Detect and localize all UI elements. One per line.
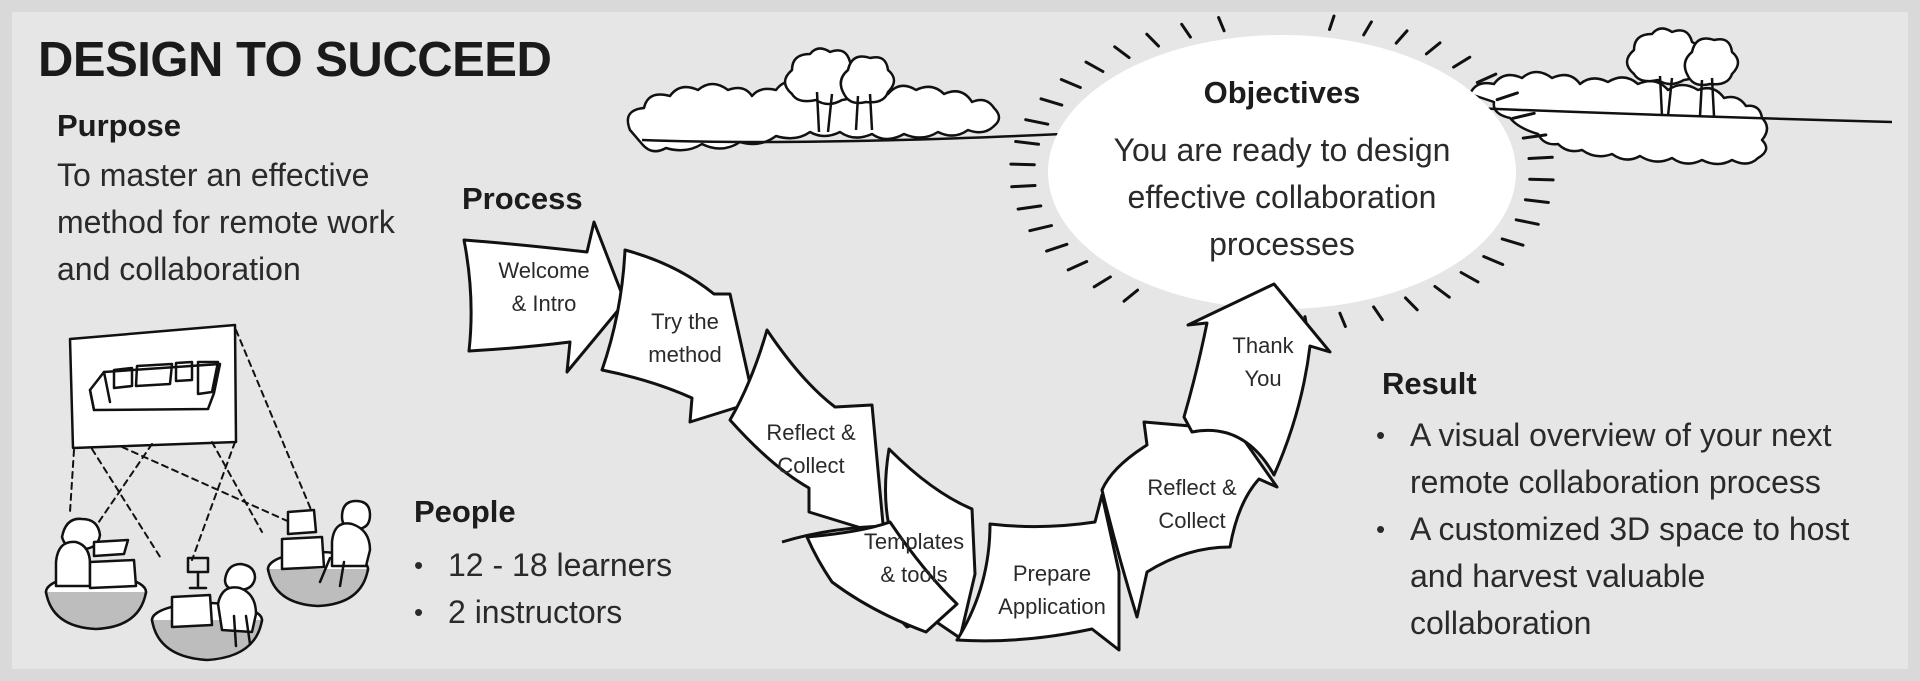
result-list: A visual overview of your next remote co…	[1376, 412, 1849, 647]
objectives-text: You are ready to design effective collab…	[1082, 127, 1482, 268]
sun-ray	[1009, 162, 1036, 167]
sun-ray	[1475, 72, 1498, 84]
sun-ray	[1045, 242, 1069, 253]
step-label-line: Application	[998, 594, 1106, 619]
objectives-heading: Objectives	[1203, 75, 1361, 110]
process-step-4-label: Templates & tools	[844, 525, 984, 591]
sun-ray	[1084, 60, 1105, 73]
sun-ray	[1527, 155, 1554, 160]
sun-ray	[1528, 177, 1555, 182]
process-step-5-label: Prepare Application	[982, 557, 1122, 623]
sun-ray	[1372, 305, 1384, 322]
people-item: 2 instructors	[414, 589, 672, 636]
sun-ray	[1511, 111, 1536, 120]
result-heading: Result	[1382, 366, 1477, 401]
objectives-line: processes	[1209, 226, 1355, 262]
sketch-illustration	[44, 14, 1893, 662]
purpose-line: and collaboration	[57, 251, 301, 287]
result-item-line: remote collaboration process	[1410, 464, 1821, 500]
process-step-5-arrow	[955, 493, 1121, 652]
purpose-line: method for remote work	[57, 204, 395, 240]
bushes-left-illustration	[626, 47, 1063, 153]
sun-ray	[1113, 45, 1131, 60]
process-step-6-arrow	[1100, 420, 1279, 619]
step-label-line: Templates	[863, 529, 965, 554]
result-item-line: collaboration	[1410, 605, 1592, 641]
objectives-sun-shape	[1009, 14, 1555, 333]
people-list: 12 - 18 learners 2 instructors	[414, 542, 672, 636]
objectives-line: You are ready to design	[1113, 132, 1451, 168]
step-label-line: You	[1244, 366, 1282, 391]
step-label-line: Collect	[1158, 508, 1226, 533]
process-step-3-arrow	[728, 328, 886, 537]
sun-ray	[1039, 97, 1064, 107]
step-label-line: Reflect &	[1147, 475, 1237, 500]
process-step-1-arrow	[462, 220, 627, 374]
sun-ray	[1010, 184, 1037, 189]
sun-ray	[1424, 41, 1442, 56]
sun-ray	[1433, 284, 1451, 299]
sun-ray	[1523, 198, 1550, 204]
step-label-line: Collect	[777, 453, 845, 478]
process-step-1-label: Welcome & Intro	[474, 254, 614, 320]
sun-ray	[1028, 224, 1053, 233]
sun-ray	[1024, 118, 1050, 126]
sun-ray	[1482, 255, 1505, 266]
sun-ray	[1122, 288, 1140, 303]
step-label-line: Thank	[1232, 333, 1294, 358]
result-item-line: A visual overview of your next	[1410, 417, 1832, 453]
result-item-line: and harvest valuable	[1410, 558, 1706, 594]
sun-ray	[1016, 204, 1043, 211]
process-step-7-label: Thank You	[1208, 329, 1318, 395]
sun-ray	[1495, 91, 1519, 102]
process-arrows	[462, 220, 1332, 652]
sun-ray	[1500, 237, 1525, 247]
sun-ray	[1092, 275, 1112, 289]
step-label-line: Reflect &	[766, 420, 856, 445]
sun-ray	[1404, 296, 1419, 312]
poster: DESIGN TO SUCCEED Purpose To master an e…	[12, 12, 1908, 669]
sun-ray	[1452, 55, 1472, 69]
purpose-heading: Purpose	[57, 108, 182, 143]
sun-ray	[1338, 311, 1347, 328]
process-step-2-label: Try the method	[625, 305, 745, 371]
process-step-6-label: Reflect & Collect	[1127, 471, 1257, 537]
remote-people-illustration	[44, 323, 372, 662]
sun-ray	[1362, 20, 1373, 37]
sun-ray	[1180, 22, 1192, 39]
process-step-4-body	[805, 520, 959, 634]
sun-ray	[1328, 14, 1336, 31]
process-step-2-arrow	[600, 248, 756, 424]
purpose-text: To master an effective method for remote…	[57, 152, 395, 293]
sun-ray	[1066, 260, 1089, 272]
sun-ray	[1059, 78, 1082, 89]
step-label-line: Prepare	[1012, 561, 1092, 586]
process-step-3-label: Reflect & Collect	[746, 416, 876, 482]
bushes-right-illustration	[1468, 27, 1893, 166]
sun-ray	[1145, 32, 1160, 48]
process-step-7-arrow	[1182, 282, 1332, 477]
purpose-line: To master an effective	[57, 157, 370, 193]
step-label-line: Welcome	[498, 258, 590, 283]
step-label-line: method	[648, 342, 722, 367]
sun-ray	[1394, 29, 1409, 45]
sun-ray	[1521, 133, 1548, 140]
objectives-line: effective collaboration	[1127, 179, 1437, 215]
process-heading: Process	[462, 181, 583, 216]
step-label-line: & Intro	[511, 291, 577, 316]
page-title: DESIGN TO SUCCEED	[38, 33, 552, 87]
sun-ray	[1014, 140, 1041, 146]
result-item-line: A customized 3D space to host	[1410, 511, 1850, 547]
step-label-line: Try the	[651, 309, 719, 334]
step-label-line: & tools	[880, 562, 948, 587]
people-heading: People	[414, 494, 516, 529]
sun-ray	[1514, 218, 1540, 226]
people-item: 12 - 18 learners	[414, 542, 672, 589]
result-item: A visual overview of your next remote co…	[1376, 412, 1849, 506]
result-item: A customized 3D space to host and harves…	[1376, 506, 1849, 647]
sun-ray	[1217, 16, 1226, 33]
sun-ray	[1459, 271, 1480, 284]
